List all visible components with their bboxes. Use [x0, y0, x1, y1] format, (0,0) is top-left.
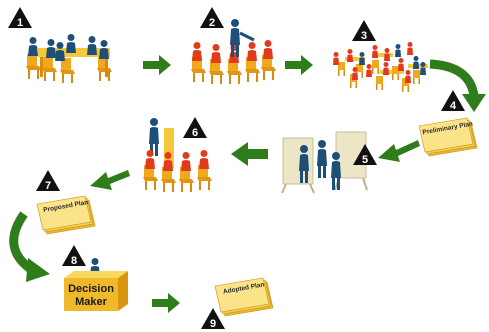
step-8-badge: 8	[62, 245, 86, 267]
arrow-4-to-5	[378, 140, 420, 162]
step-2-presentation-icon	[191, 19, 276, 84]
step-8-decision-desk-icon: Decision Maker	[64, 258, 128, 311]
step-8-number: 8	[71, 255, 77, 267]
step-7-number: 7	[45, 180, 51, 192]
step-9-number: 9	[210, 318, 216, 330]
step-2-badge: 2	[200, 7, 224, 29]
step-1-badge: 1	[8, 7, 32, 29]
step-6-number: 6	[192, 127, 198, 139]
step-3-badge: 3	[352, 20, 376, 42]
step-4-number: 4	[450, 100, 457, 112]
arrow-2-to-3	[285, 55, 313, 75]
decision-maker-label-line1: Decision	[68, 283, 114, 295]
arrow-8-to-9	[152, 293, 180, 313]
step-9-document-icon: Adopted Plan	[214, 277, 274, 317]
arrow-1-to-2	[143, 55, 171, 75]
step-3-number: 3	[361, 30, 367, 42]
step-7-document-icon: Proposed Plan	[36, 195, 96, 235]
step-5-workshop-icon	[281, 131, 368, 194]
arrow-6-to-7	[90, 170, 130, 190]
arrow-3-to-4	[429, 59, 486, 112]
arrow-5-to-6	[231, 142, 268, 166]
step-5-number: 5	[362, 154, 368, 166]
step-9-badge: 9	[201, 308, 225, 330]
decision-maker-label-line2: Maker	[75, 296, 108, 308]
step-6-badge: 6	[183, 117, 207, 139]
step-4-document-icon: Preliminary Plan	[418, 117, 478, 157]
step-4-badge: 4	[441, 90, 465, 112]
step-1-meeting-group-icon	[26, 34, 112, 83]
step-7-badge: 7	[36, 170, 60, 192]
step-2-number: 2	[209, 17, 215, 29]
step-6-hearing-icon	[143, 118, 212, 192]
step-3-crowd-icon	[333, 42, 428, 92]
arrow-7-to-8	[9, 211, 50, 282]
step-1-number: 1	[17, 17, 23, 29]
step-5-badge: 5	[353, 144, 377, 166]
